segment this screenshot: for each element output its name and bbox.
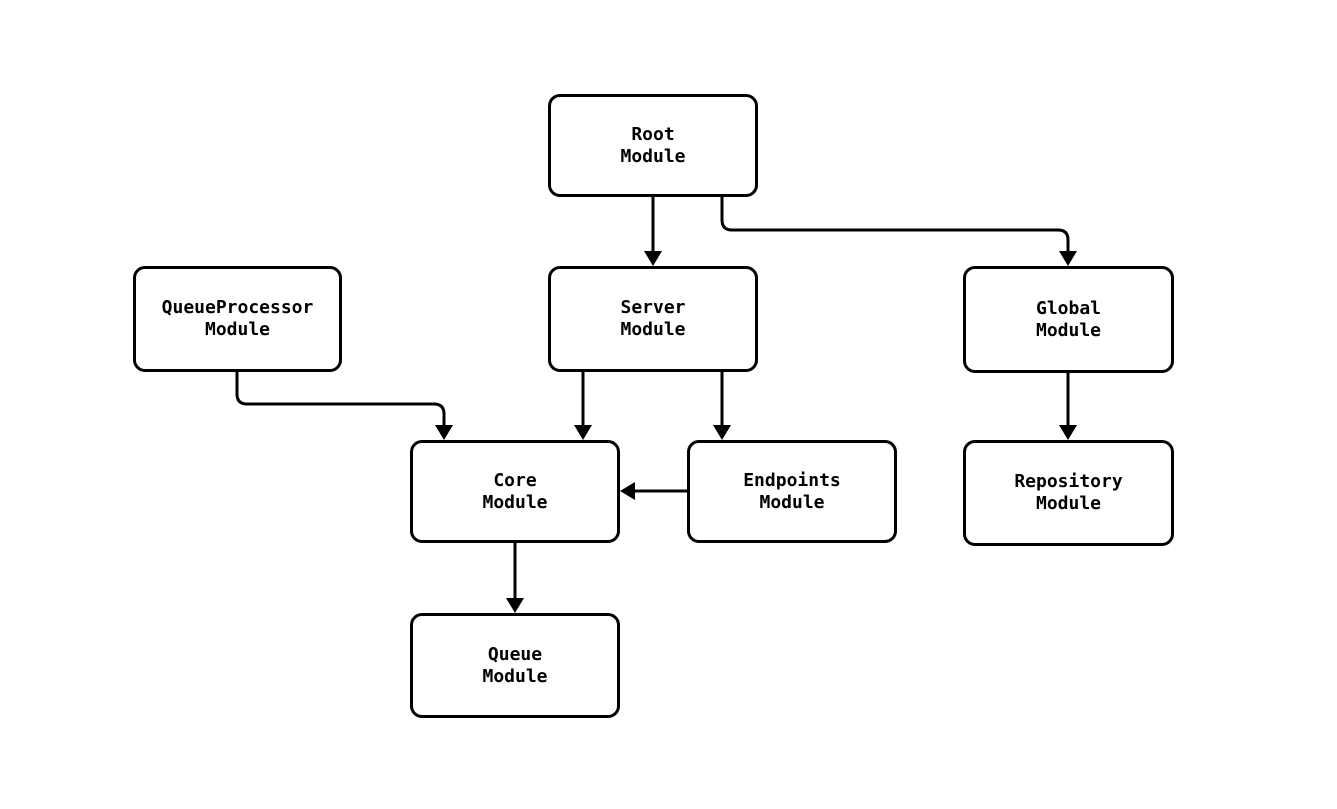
edge-arrowhead — [644, 251, 662, 266]
node-core-module-label-line1: Core — [493, 469, 537, 491]
edge-arrowhead — [1059, 251, 1077, 266]
edge-endpoints-to-core — [620, 482, 687, 500]
node-queue-module-label-line2: Module — [482, 665, 548, 687]
node-queue-module-label-line1: Queue — [487, 643, 543, 665]
node-core-module-label-line2: Module — [482, 491, 548, 513]
node-server-module-label-line2: Module — [620, 319, 686, 340]
edge-arrowhead — [435, 425, 453, 440]
edge-root-to-global — [720, 197, 1077, 266]
edge-arrowhead — [713, 425, 731, 440]
node-root-module-label-line2: Module — [620, 145, 686, 167]
edge-queueprocessor-to-core — [235, 372, 453, 440]
edge-arrowhead — [574, 425, 592, 440]
node-server-module[interactable]: Server Module — [548, 266, 758, 372]
node-repository-module-label-line1: Repository — [1014, 471, 1123, 492]
edge-arrowhead — [620, 482, 635, 500]
edge-arrowhead — [1059, 425, 1077, 440]
node-queueprocessor-module-label-line2: Module — [204, 319, 271, 340]
node-core-module[interactable]: Core Module — [410, 440, 620, 543]
node-global-module-label-line2: Module — [1035, 319, 1102, 341]
node-repository-module-label-line2: Module — [1035, 493, 1102, 514]
node-global-module-label-line1: Global — [1035, 297, 1102, 319]
edge-line — [720, 197, 1070, 256]
node-root-module-label-line1: Root — [631, 123, 675, 145]
node-global-module[interactable]: Global Module — [963, 266, 1174, 373]
edge-core-to-queue — [506, 543, 524, 613]
edge-server-to-core — [574, 372, 592, 440]
node-endpoints-module-label-line1: Endpoints — [743, 469, 841, 491]
edge-global-to-repository — [1059, 373, 1077, 440]
node-queueprocessor-module[interactable]: QueueProcessor Module — [133, 266, 342, 372]
edge-arrowhead — [506, 598, 524, 613]
node-root-module[interactable]: Root Module — [548, 94, 758, 197]
node-endpoints-module[interactable]: Endpoints Module — [687, 440, 897, 543]
node-server-module-label-line1: Server — [620, 297, 686, 318]
node-queue-module[interactable]: Queue Module — [410, 613, 620, 718]
edge-line — [235, 372, 446, 430]
node-endpoints-module-label-line2: Module — [759, 491, 825, 513]
edge-server-to-endpoints — [713, 372, 731, 440]
edge-root-to-server — [644, 197, 662, 266]
node-repository-module[interactable]: Repository Module — [963, 440, 1174, 546]
node-queueprocessor-module-label-line1: QueueProcessor — [161, 297, 314, 318]
